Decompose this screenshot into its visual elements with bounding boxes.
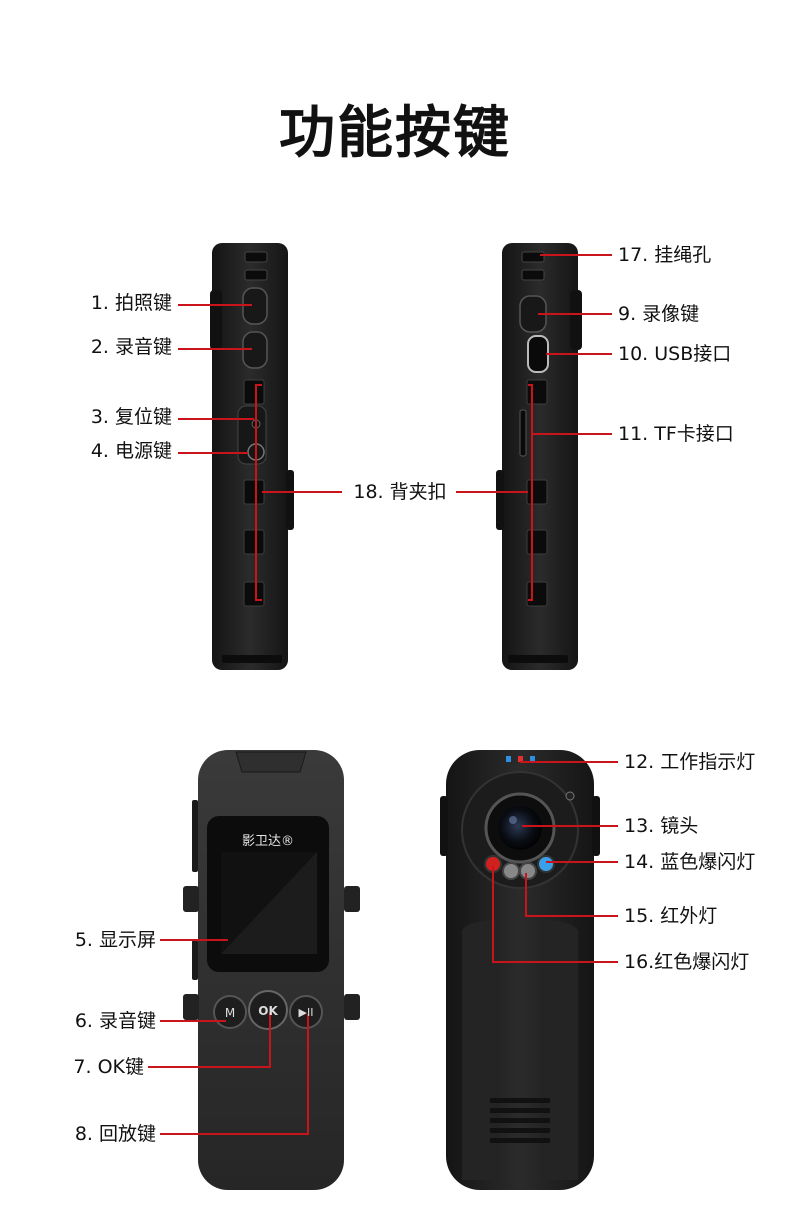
camera-lens bbox=[498, 806, 542, 850]
label-video-record-button: 9. 录像键 bbox=[618, 303, 700, 325]
device-front: 影卫达® bbox=[183, 750, 360, 1190]
speaker-grille bbox=[490, 1098, 550, 1143]
leader-lines bbox=[148, 254, 618, 1135]
ok-button[interactable] bbox=[248, 990, 288, 1030]
label-photo-button: 1. 拍照键 bbox=[90, 292, 172, 314]
m-button-label: M bbox=[224, 1006, 236, 1020]
label-infrared-light: 15. 红外灯 bbox=[624, 905, 718, 927]
indicator-light-blue-2 bbox=[530, 756, 535, 762]
back-clip-bracket bbox=[255, 384, 533, 601]
lanyard-hole bbox=[521, 251, 545, 263]
device-back bbox=[440, 750, 600, 1190]
label-back-clip: 18. 背夹扣 bbox=[353, 481, 447, 503]
indicator-light-red bbox=[518, 756, 523, 762]
label-ok-button: 7. OK键 bbox=[73, 1056, 144, 1078]
label-lens: 13. 镜头 bbox=[624, 815, 699, 837]
blue-flash-light bbox=[537, 855, 555, 873]
infrared-light-2 bbox=[519, 862, 537, 880]
label-record-audio-side: 2. 录音键 bbox=[90, 336, 172, 358]
brand-logo: 影卫达® bbox=[242, 834, 294, 849]
label-indicator-light: 12. 工作指示灯 bbox=[624, 751, 756, 773]
playback-button-label: ▶II bbox=[298, 1006, 314, 1019]
device-side-left bbox=[210, 243, 294, 670]
label-red-flash: 16.红色爆闪灯 bbox=[624, 951, 750, 973]
label-usb-port: 10. USB接口 bbox=[618, 343, 732, 365]
label-lanyard-hole: 17. 挂绳孔 bbox=[618, 244, 712, 266]
label-record-audio-front: 6. 录音键 bbox=[74, 1010, 156, 1032]
tf-card-slot bbox=[519, 409, 527, 457]
label-playback-button: 8. 回放键 bbox=[74, 1123, 156, 1145]
label-tf-card-slot: 11. TF卡接口 bbox=[618, 423, 734, 445]
label-power-button: 4. 电源键 bbox=[90, 440, 172, 462]
indicator-light-blue bbox=[506, 756, 511, 762]
usb-port bbox=[527, 335, 549, 373]
infrared-light-1 bbox=[502, 862, 520, 880]
page-title: 功能按键 bbox=[279, 101, 511, 166]
label-reset-button: 3. 复位键 bbox=[90, 406, 172, 428]
ok-button-label: OK bbox=[258, 1004, 278, 1018]
playback-button[interactable] bbox=[289, 995, 323, 1029]
label-display-screen: 5. 显示屏 bbox=[74, 929, 156, 951]
label-blue-flash: 14. 蓝色爆闪灯 bbox=[624, 851, 756, 873]
device-side-right bbox=[496, 243, 582, 670]
